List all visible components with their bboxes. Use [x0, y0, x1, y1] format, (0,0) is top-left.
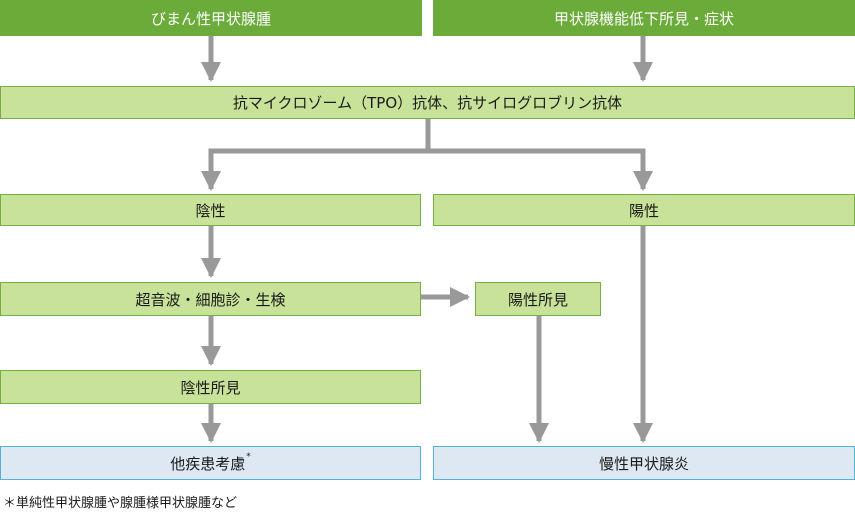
positive-findings-label: 陽性所見 — [507, 290, 568, 309]
negative-findings-label: 陰性所見 — [180, 378, 241, 397]
goiter-label: びまん性甲状腺腫 — [150, 9, 271, 28]
antibody-box: 抗マイクロゾーム（TPO）抗体、抗サイログロブリン抗体 — [0, 86, 855, 119]
other-disease-box: 他疾患考慮* — [0, 446, 421, 480]
positive-box: 陽性 — [433, 194, 855, 226]
hypothyroid-findings-label: 甲状腺機能低下所見・症状 — [553, 9, 734, 28]
antibody-label: 抗マイクロゾーム（TPO）抗体、抗サイログロブリン抗体 — [232, 94, 623, 112]
branch-connector-right — [428, 148, 653, 191]
chronic-thyroiditis-box: 慢性甲状腺炎 — [433, 446, 855, 480]
negative-box: 陰性 — [0, 194, 421, 226]
goiter-box: びまん性甲状腺腫 — [0, 0, 422, 36]
footnote-mark: * — [246, 452, 251, 462]
branch-connector — [201, 118, 431, 191]
exam-box: 超音波・細胞診・生検 — [0, 282, 421, 316]
hypothyroid-findings-box: 甲状腺機能低下所見・症状 — [433, 0, 855, 36]
other-disease-label: 他疾患考慮 — [170, 454, 246, 473]
positive-label: 陽性 — [628, 201, 659, 220]
footnote: ＊単純性甲状腺腫や腺腫様甲状腺腫など — [3, 496, 238, 511]
chronic-thyroiditis-label: 慢性甲状腺炎 — [598, 454, 689, 473]
exam-label: 超音波・細胞診・生検 — [135, 290, 286, 309]
positive-findings-box: 陽性所見 — [475, 282, 601, 316]
negative-findings-box: 陰性所見 — [0, 370, 421, 404]
negative-label: 陰性 — [195, 201, 226, 220]
